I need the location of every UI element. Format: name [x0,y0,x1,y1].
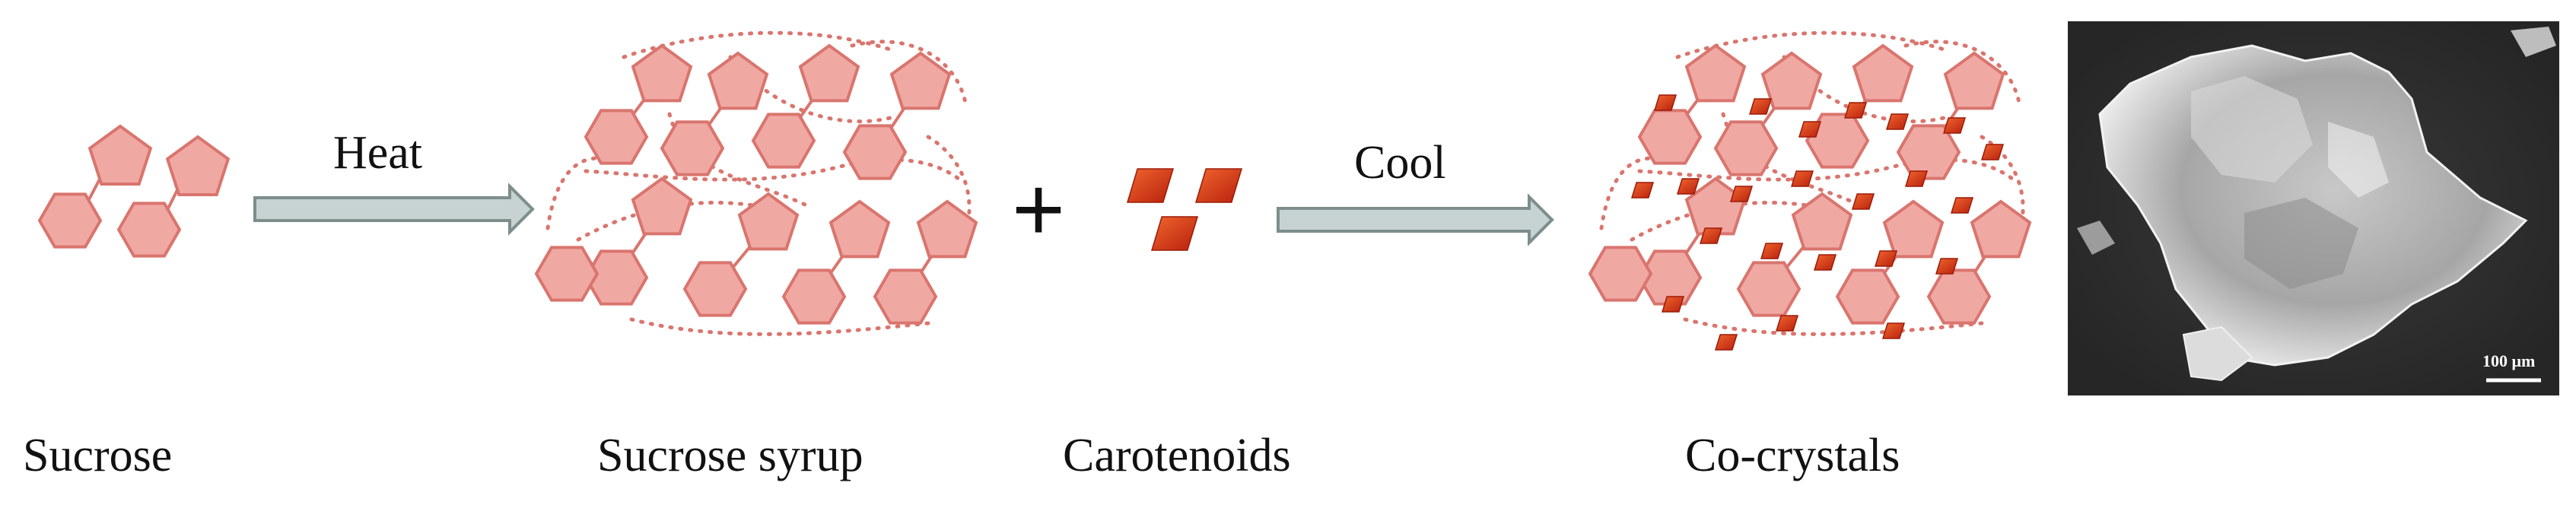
carotenoid-crystal [1630,182,1655,199]
carotenoid-crystal [1748,98,1773,115]
carotenoid-crystal [1942,117,1967,134]
carotenoid-crystal [1126,168,1175,203]
carotenoid-crystal [1950,197,1974,214]
glucose-ring-hexagon [37,192,103,249]
hydrogen-bond-path [1630,200,1809,242]
glucose-ring-hexagon [1896,124,1961,180]
hydrogen-bond-path [1637,157,2015,182]
fructose-ring-pentagon [889,51,952,110]
glucose-ring-hexagon [1588,246,1653,302]
carotenoid-crystal [1904,170,1929,187]
sucrose-syrup-network [534,30,978,336]
fructose-ring-pentagon [798,43,860,103]
fructose-ring-pentagon [828,199,891,259]
glucose-ring-hexagon [534,246,599,302]
carotenoid-crystal [1150,216,1199,251]
hydrogen-bond-path [545,156,611,230]
glucose-ring-hexagon [116,202,182,258]
carotenoid-crystal [1851,193,1875,210]
carotenoid-crystal [1775,315,1799,332]
carotenoid-crystal [1843,102,1868,119]
heat-arrow [253,183,535,236]
cool-arrow [1277,193,1554,246]
glucose-ring-hexagon [842,124,908,180]
glucose-ring-hexagon [682,261,748,317]
carotenoid-crystal [1935,258,1959,275]
carotenoid-crystal [1676,178,1700,195]
fructose-ring-pentagon [165,135,231,196]
fructose-ring-pentagon [631,176,693,236]
fructose-ring-pentagon [737,192,800,251]
carotenoid-crystal [1980,144,2005,160]
fructose-ring-pentagon [707,51,769,110]
carotenoid-crystal [1874,250,1898,267]
carotenoid-crystal [1194,168,1243,203]
glucose-ring-hexagon [660,120,725,176]
glucose-ring-hexagon [584,109,649,165]
carotenoid-crystal [1798,121,1822,138]
sucrose-syrup-label: Sucrose syrup [597,430,863,481]
carotenoid-crystal [1661,296,1685,313]
fructose-ring-pentagon [1882,199,1945,259]
hydrogen-bond-path [584,157,961,182]
fructose-ring-pentagon [87,124,153,186]
fructose-ring-pentagon [1684,43,1747,103]
glucose-ring-hexagon [781,268,847,325]
carotenoids-label: Carotenoids [1063,430,1291,481]
fructose-ring-pentagon [631,43,693,103]
glucose-ring-hexagon [1713,120,1779,176]
co-crystals-label: Co-crystals [1685,430,1900,481]
sucrose-molecules [37,124,231,258]
fructose-ring-pentagon [1760,51,1823,110]
carotenoid-crystal [1699,227,1723,244]
glucose-ring-hexagon [1835,268,1900,325]
cool-label: Cool [1354,137,1446,189]
fructose-ring-pentagon [1852,43,1914,103]
hydrogen-bond-path [1599,156,1665,230]
fructose-ring-pentagon [1970,199,2032,259]
glucose-ring-hexagon [751,113,816,169]
carotenoid-crystal [1885,113,1910,130]
carotenoid-crystal [1881,322,1906,339]
carotenoid-particles [1126,168,1243,251]
sucrose-label: Sucrose [23,430,173,481]
hydrogen-bond-path [629,317,930,336]
glucose-ring-hexagon [1637,109,1703,165]
carotenoid-crystal [1729,186,1754,202]
carotenoid-crystal [1653,94,1678,111]
fructose-ring-pentagon [1943,51,2005,110]
fructose-ring-pentagon [916,199,978,259]
hydrogen-bond-path [1903,40,2022,109]
scale-bar-label: 100 μm [2482,351,2536,370]
glucose-ring-hexagon [1926,268,1992,325]
hydrogen-bond-path [850,40,968,109]
hydrogen-bond-path [1782,55,1946,124]
heat-label: Heat [333,127,423,179]
co-crystal-network [1588,30,2032,351]
carotenoid-crystal [1714,334,1738,351]
glucose-ring-hexagon [1736,261,1802,317]
carotenoid-crystal [1813,254,1837,271]
sem-micrograph [2068,21,2559,395]
carotenoid-crystal [1760,243,1784,259]
fructose-ring-pentagon [1791,192,1853,251]
plus-sign: + [1012,158,1066,260]
hydrogen-bond-path [728,55,892,124]
glucose-ring-hexagon [873,268,938,325]
hydrogen-bond-path [576,200,755,242]
hydrogen-bond-path [1683,317,1984,336]
carotenoid-crystal [1790,170,1814,187]
